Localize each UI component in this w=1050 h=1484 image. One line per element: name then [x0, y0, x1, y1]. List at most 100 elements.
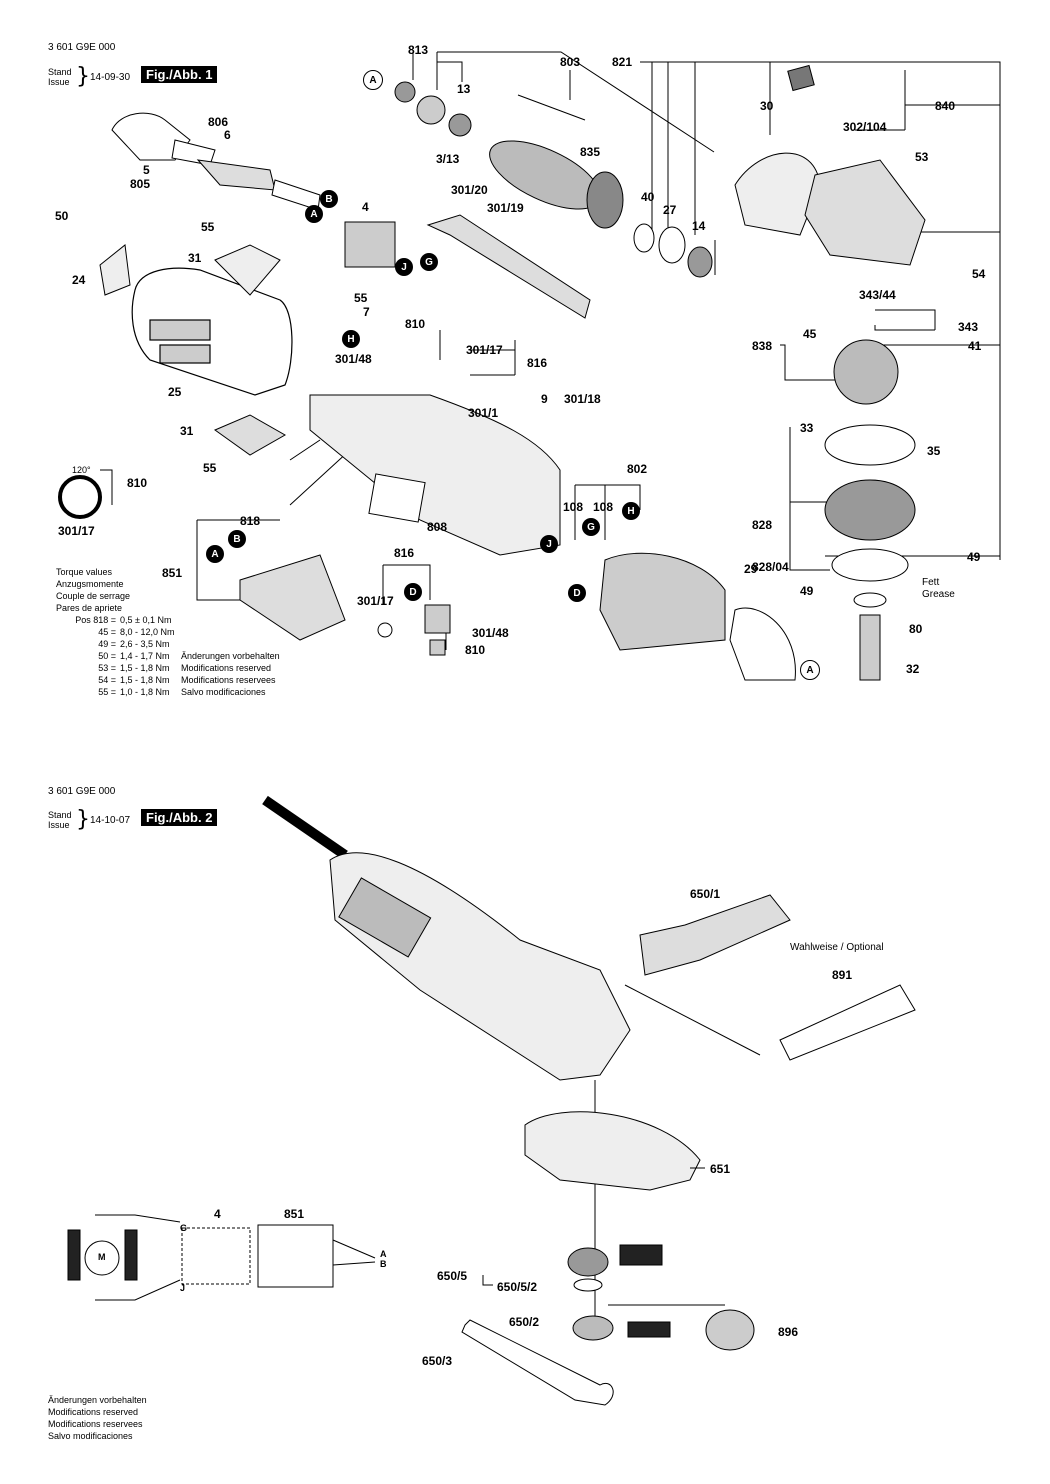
- callout-35: 35: [927, 444, 941, 458]
- callout-301-19: 301/19: [487, 201, 524, 215]
- torque-row: 49 =2,6 - 3,5 Nm: [98, 639, 170, 649]
- footer-notes: Änderungen vorbehalten Modifications res…: [48, 1394, 147, 1442]
- issue-date: 14-09-30: [90, 72, 131, 83]
- torque-row: 55 =1,0 - 1,8 Nm: [98, 687, 170, 697]
- grip-top: [214, 244, 281, 296]
- guard: [524, 1111, 701, 1191]
- callout-651: 651: [710, 1162, 731, 1176]
- callout-343-44: 343/44: [859, 288, 896, 302]
- callout-803: 803: [560, 55, 581, 69]
- torque-row: 50 =1,4 - 1,7 Nm: [98, 651, 170, 661]
- callout-810c: 810: [465, 643, 486, 657]
- callout-851: 851: [162, 566, 183, 580]
- callout-14: 14: [692, 219, 706, 233]
- stand-label: Stand: [48, 67, 72, 77]
- callout-33: 33: [800, 421, 814, 435]
- callout-55b: 55: [354, 291, 368, 305]
- callout-650-5-2: 650/5/2: [497, 1280, 538, 1294]
- stand-label-2: Stand: [48, 810, 72, 820]
- torque-values-table: Torque values Anzugsmomente Couple de se…: [56, 566, 175, 698]
- callout-41: 41: [968, 339, 982, 353]
- callout-108: 108: [563, 500, 584, 514]
- wiring-diagram: [67, 1214, 376, 1301]
- field-coil: [599, 552, 726, 651]
- footer-en: Modifications reserved: [48, 1407, 139, 1417]
- electronics-module: [239, 554, 346, 641]
- optional-handle-891: [779, 984, 916, 1061]
- marker-h: H: [342, 330, 360, 348]
- callout-816: 816: [527, 356, 548, 370]
- callout-650-3: 650/3: [422, 1354, 453, 1368]
- callout-9: 9: [541, 392, 548, 406]
- plug-cable: [111, 112, 321, 211]
- callout-808: 808: [427, 520, 448, 534]
- marker-j: J: [395, 258, 413, 276]
- callout-806: 806: [208, 115, 229, 129]
- callout-54: 54: [972, 267, 986, 281]
- callout-301-17: 301/17: [466, 343, 503, 357]
- callout-840: 840: [935, 99, 956, 113]
- side-handle-650-1: [639, 894, 791, 976]
- wiring-a: A: [380, 1249, 387, 1259]
- callout-301-1: 301/1: [468, 406, 499, 420]
- callout-810b: 810: [127, 476, 148, 490]
- callout-816b: 816: [394, 546, 415, 560]
- issue-label: Issue: [48, 77, 70, 87]
- wiring-label-4: 4: [214, 1207, 221, 1221]
- callout-650-2: 650/2: [509, 1315, 540, 1329]
- stand-issue-2: Stand Issue: [48, 810, 72, 830]
- callout-13: 13: [457, 82, 471, 96]
- callout-301-48: 301/48: [335, 352, 372, 366]
- callout-821: 821: [612, 55, 633, 69]
- callout-55c: 55: [203, 461, 217, 475]
- spanner: [461, 1319, 614, 1406]
- note-es: Salvo modificaciones: [181, 687, 266, 697]
- callout-650-5: 650/5: [437, 1269, 468, 1283]
- callout-818: 818: [240, 514, 261, 528]
- note-optional: Wahlweise / Optional: [790, 942, 884, 953]
- motor-body: [309, 394, 561, 556]
- marker-a: A: [363, 70, 383, 90]
- issue-date-2: 14-10-07: [90, 815, 131, 826]
- footer-fr: Modifications reservees: [48, 1419, 143, 1429]
- callout-6: 6: [224, 128, 231, 142]
- switch-block: [344, 221, 396, 268]
- callout-49b: 49: [800, 584, 814, 598]
- part-number: 3 601 G9E 000: [48, 42, 116, 53]
- callout-810: 810: [405, 317, 426, 331]
- callout-813: 813: [408, 43, 429, 57]
- callout-805: 805: [130, 177, 151, 191]
- callout-55: 55: [201, 220, 215, 234]
- callout-896: 896: [778, 1325, 799, 1339]
- callout-31b: 31: [180, 424, 194, 438]
- motor-housing: [131, 267, 293, 396]
- issue-label-2: Issue: [48, 820, 70, 830]
- callout-27: 27: [663, 203, 677, 217]
- callout-835: 835: [580, 145, 601, 159]
- marker-d-2: D: [568, 584, 586, 602]
- callout-4: 4: [362, 200, 369, 214]
- brace-icon: }: [76, 64, 90, 89]
- angle-label: 120°: [72, 465, 91, 475]
- armature: [489, 140, 624, 229]
- callout-108b: 108: [593, 500, 614, 514]
- gear-housing-cover: [734, 152, 821, 236]
- marker-h-2: H: [622, 502, 640, 520]
- callout-30: 30: [760, 99, 774, 113]
- note-grease: Grease: [922, 589, 955, 600]
- marker-d: D: [404, 583, 422, 601]
- figure-label: Fig./Abb. 1: [141, 66, 218, 83]
- torque-row: 45 =8,0 - 12,0 Nm: [98, 627, 175, 637]
- torque-heading-4: Pares de apriete: [56, 603, 123, 613]
- footer-es: Salvo modificaciones: [48, 1431, 133, 1441]
- callout-301-17c: 301/17: [357, 594, 394, 608]
- gear-head: [804, 159, 926, 266]
- callout-891: 891: [832, 968, 853, 982]
- callout-7: 7: [363, 305, 370, 319]
- callout-80: 80: [909, 622, 923, 636]
- torque-heading-1: Torque values: [56, 567, 113, 577]
- wiring-label-851: 851: [284, 1207, 305, 1221]
- marker-a-4: A: [800, 660, 820, 680]
- callout-650-1: 650/1: [690, 887, 721, 901]
